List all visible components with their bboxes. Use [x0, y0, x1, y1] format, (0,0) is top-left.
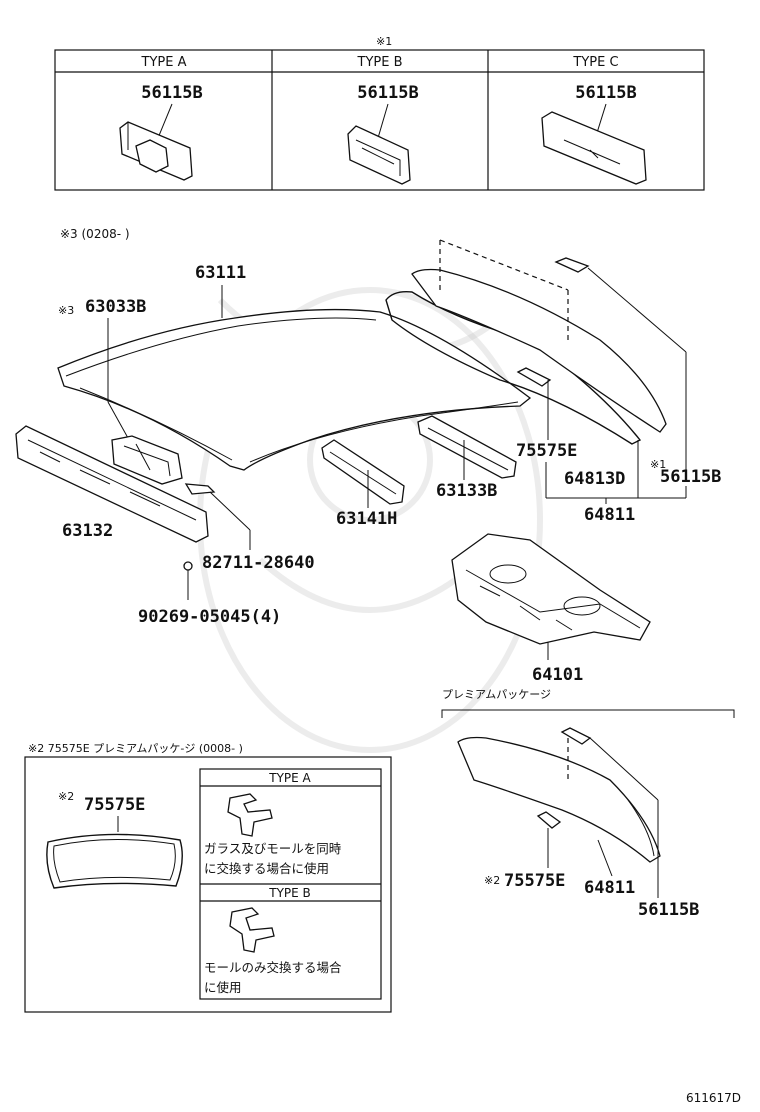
type-b-header: TYPE B: [357, 55, 403, 70]
premium-64811: 64811: [584, 878, 635, 898]
top-box-note: ※1: [376, 35, 392, 48]
roof-rail-rear-drawing: [417, 415, 517, 479]
detail-box: [24, 756, 392, 1013]
type-a-header-bottom: TYPE A: [268, 771, 311, 785]
type-c-part: 56115B: [575, 83, 636, 103]
label-82711: 82711-28640: [202, 553, 315, 573]
figure-id: 611617D: [686, 1091, 741, 1105]
roof-reinforcement-drawing: [111, 435, 183, 485]
premium-prefix: ※2: [484, 874, 500, 887]
premium-stopper-upper-drawing: [560, 727, 592, 745]
molding-type-b-drawing: [229, 907, 275, 953]
weatherstrip-ring-drawing: [46, 833, 183, 889]
stopper-type-a-drawing: [119, 103, 193, 181]
type-a-text-1: ガラス及びモールを同時: [204, 841, 342, 856]
label-56115b: 56115B: [660, 467, 721, 487]
premium-56115b: 56115B: [638, 900, 699, 920]
label-63111: 63111: [195, 263, 246, 283]
molding-type-a-drawing: [227, 793, 273, 837]
stopper-type-c-drawing: [541, 103, 647, 185]
type-c-header: TYPE C: [572, 55, 618, 70]
premium-back-glass-drawing: [457, 736, 661, 863]
label-64813d: 64813D: [564, 469, 625, 489]
label-64811: 64811: [584, 505, 635, 525]
stopper-type-b-drawing: [347, 103, 411, 185]
label-63141h: 63141H: [336, 509, 397, 529]
label-90269: 90269-05045(4): [138, 607, 281, 627]
glass-stopper-lower-drawing: [516, 367, 552, 387]
windshield-header-drawing: [15, 425, 209, 543]
package-tray-drawing: [451, 533, 651, 645]
label-75575e: 75575E: [516, 441, 577, 461]
note-3: ※3 (0208- ): [60, 227, 130, 241]
back-glass-drawing: [385, 239, 667, 445]
type-box: [54, 49, 705, 191]
type-a-text-2: に交換する場合に使用: [204, 861, 329, 876]
label-63033b: 63033B: [85, 297, 146, 317]
type-a-part: 56115B: [141, 83, 202, 103]
roof-panel-drawing: [57, 308, 532, 471]
premium-75575e: 75575E: [504, 871, 565, 891]
label-63033b-prefix: ※3: [58, 304, 74, 317]
detail-part: 75575E: [84, 795, 145, 815]
premium-heading: プレミアムパッケージ: [442, 688, 551, 701]
screw-drawing: [183, 561, 193, 600]
bottom-box-title: ※2 75575E プレミアムパッケ-ジ (0008- ): [28, 742, 243, 755]
type-b-header-bottom: TYPE B: [268, 886, 311, 900]
label-63132: 63132: [62, 521, 113, 541]
premium-stopper-lower-drawing: [536, 811, 562, 829]
clip-drawing: [184, 483, 216, 495]
label-63133b: 63133B: [436, 481, 497, 501]
type-a-header: TYPE A: [141, 55, 187, 70]
detail-prefix: ※2: [58, 790, 74, 803]
label-64101: 64101: [532, 665, 583, 685]
type-b-part: 56115B: [357, 83, 418, 103]
label-56115b-prefix: ※1: [650, 458, 666, 471]
glass-stopper-upper-drawing: [554, 257, 590, 273]
type-b-text-1: モールのみ交換する場合: [204, 960, 342, 975]
type-b-text-2: に使用: [204, 980, 242, 995]
roof-rail-center-drawing: [321, 439, 405, 505]
